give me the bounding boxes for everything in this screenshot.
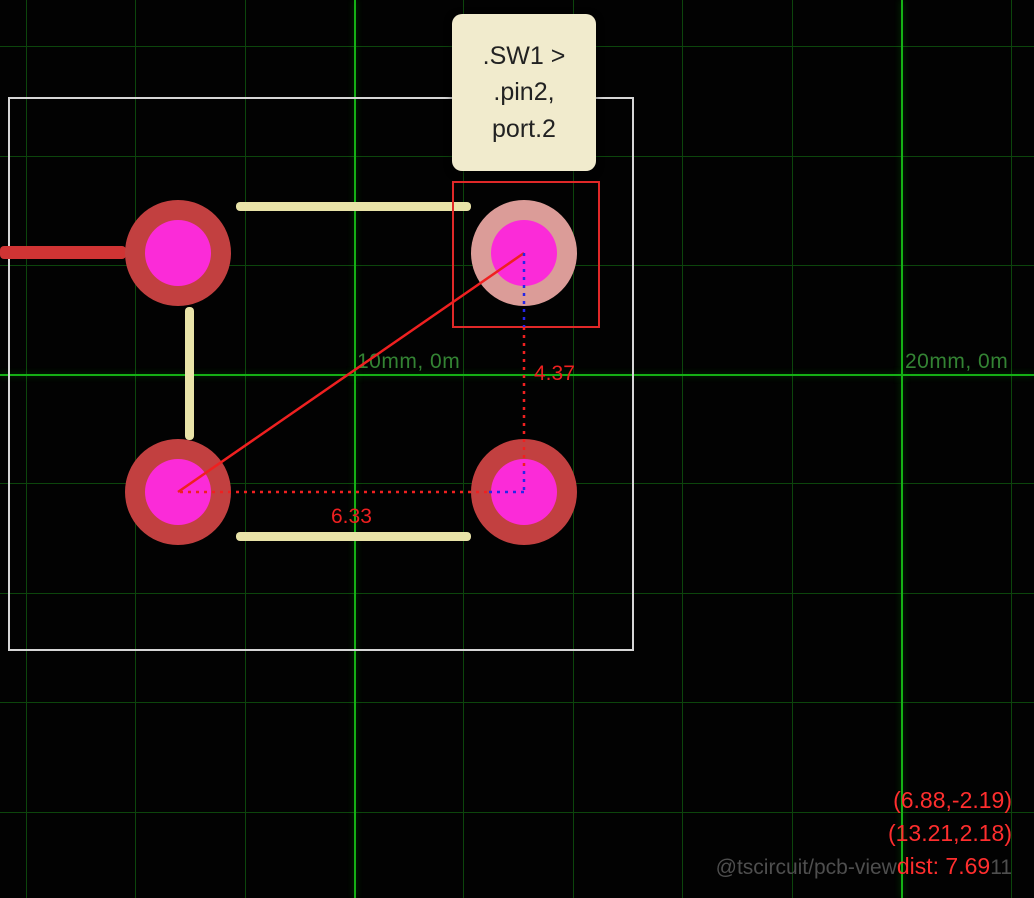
tooltip-line-3: port.2 xyxy=(492,114,556,143)
grid-minor-line xyxy=(792,0,793,898)
pad-hole xyxy=(491,459,557,525)
hover-tooltip: .SW1 > .pin2, port.2 xyxy=(452,14,596,171)
grid-minor-line xyxy=(135,0,136,898)
grid-label-10mm: 10mm, 0m xyxy=(357,350,461,373)
pad-bottom-right[interactable] xyxy=(471,439,577,545)
trace-red-feed[interactable] xyxy=(0,246,126,259)
watermark-tail: 11 xyxy=(990,856,1012,879)
measurement-label-vertical: 4.37 xyxy=(534,362,575,385)
grid-label-20mm: 20mm, 0m xyxy=(905,350,1009,373)
status-row: @tscircuit/pcb-viewdist: 7.6911 xyxy=(716,853,1012,880)
grid-minor-line xyxy=(0,812,1034,813)
grid-minor-line xyxy=(0,593,1034,594)
distance-readout: dist: 7.69 xyxy=(896,853,991,879)
pad-top-left[interactable] xyxy=(125,200,231,306)
grid-minor-line xyxy=(1011,0,1012,898)
pad-bottom-left[interactable] xyxy=(125,439,231,545)
pad-hole xyxy=(145,459,211,525)
trace-top[interactable] xyxy=(236,202,471,211)
grid-minor-line xyxy=(573,0,574,898)
pad-hole xyxy=(145,220,211,286)
board-outline xyxy=(8,97,634,651)
measurement-label-horizontal: 6.33 xyxy=(331,505,372,528)
trace-bottom[interactable] xyxy=(236,532,471,541)
tooltip-line-1: .SW1 > xyxy=(482,41,566,70)
watermark: @tscircuit/pcb-view xyxy=(715,856,897,879)
coordinate-readout-start: (6.88,-2.19) xyxy=(893,787,1012,813)
selected-pad-highlight-box xyxy=(452,181,600,328)
grid-minor-line xyxy=(0,702,1034,703)
coordinate-readout-end: (13.21,2.18) xyxy=(887,820,1012,846)
grid-minor-line xyxy=(682,0,683,898)
grid-minor-line xyxy=(26,0,27,898)
grid-major-line xyxy=(901,0,903,898)
tooltip-line-2: .pin2, xyxy=(493,78,555,107)
